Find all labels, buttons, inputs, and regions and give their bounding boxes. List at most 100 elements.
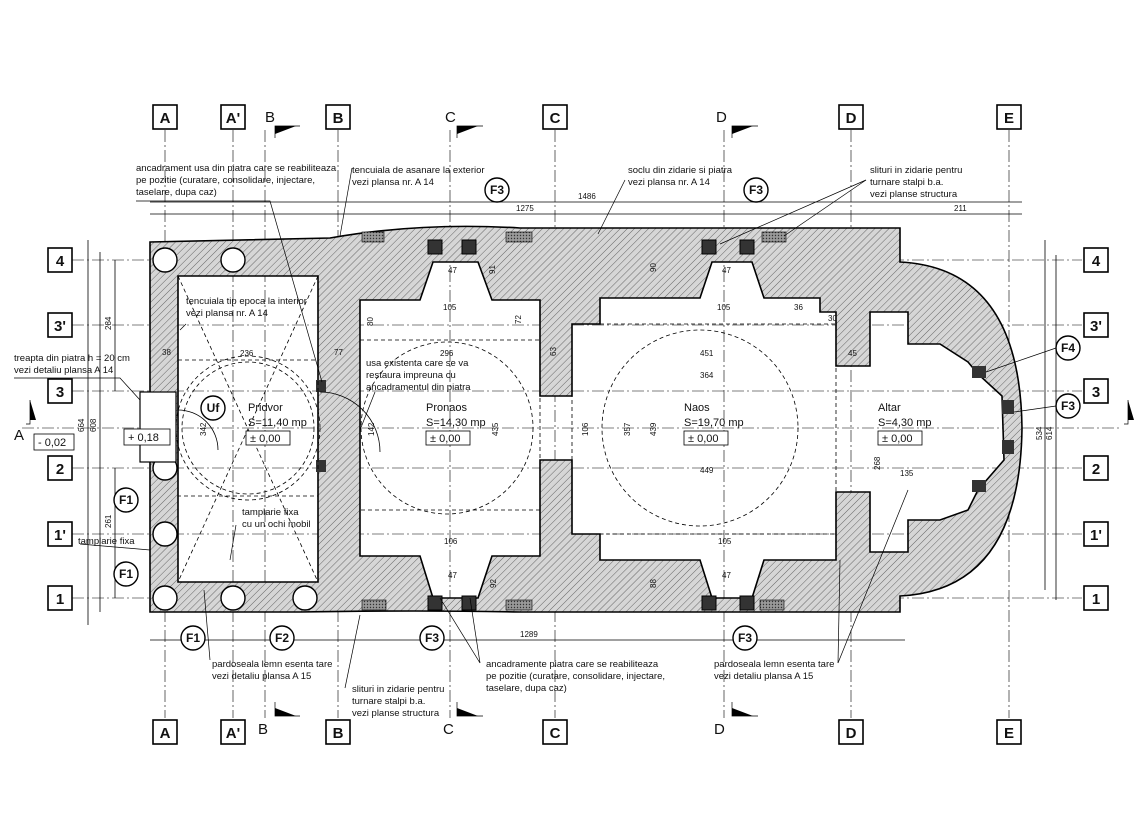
dim-i-11: 451 (700, 349, 714, 358)
tag-f4: F4 (1061, 341, 1075, 355)
axis-a-prime-top: A' (226, 110, 240, 127)
room-naos-name: Naos (684, 402, 710, 414)
dim-i-8: 36 (794, 303, 803, 312)
note-slits-top-2: turnare stalpi b.a. (870, 177, 943, 188)
dim-i-27: 47 (448, 571, 457, 580)
note-frames-1: ancadramente piatra care se reabiliteaza (486, 659, 659, 670)
tag-f3-bottom-2: F3 (738, 631, 752, 645)
axis-c-bottom: C (550, 725, 561, 742)
dim-i-22: 77 (334, 348, 343, 357)
section-d-top: D (716, 109, 727, 126)
tag-f3-top-2: F3 (749, 183, 763, 197)
dim-i-25: 106 (444, 537, 458, 546)
pridvor-columns (139, 247, 318, 611)
level-markers: - 0,02 + 0,18 (33, 428, 171, 451)
note-slits-bottom-1: sliturі in zidarie pentru (352, 684, 444, 695)
dim-i-2: 105 (443, 303, 457, 312)
dim-i-3: 91 (488, 265, 497, 274)
section-b-top: B (265, 109, 275, 126)
room-pridvor-name: Pridvor (248, 402, 283, 414)
tag-uf: Uf (207, 401, 221, 415)
dim-i-6: 47 (722, 266, 731, 275)
dim-total-top: 1486 (578, 192, 596, 201)
note-door-frame-2: pe pozitie (curatare, consolidare, injec… (136, 175, 315, 186)
dim-i-1: 47 (448, 266, 457, 275)
axis-3p-left: 3' (54, 318, 66, 335)
note-plaster-ext-1: tencuiala de asanare la exterior (352, 165, 485, 176)
dim-i-23: 63 (549, 347, 558, 356)
room-pronaos-area: S=14,30 mp (426, 417, 486, 429)
tag-f3-bottom-1: F3 (425, 631, 439, 645)
axis-b-bottom: B (333, 725, 344, 742)
section-markers: B C D B C D A (14, 109, 1134, 738)
room-labels: Pridvor S=11,40 mp ± 0,00 Pronaos S=14,3… (245, 402, 932, 446)
axis-a-bottom: A (160, 725, 171, 742)
tag-f1-2: F1 (119, 567, 133, 581)
section-c-bottom: C (443, 721, 454, 738)
note-step-1: treapta din piatra h = 20 cm (14, 353, 130, 364)
axis-b-top: B (333, 110, 344, 127)
dim-right-2: 534 (1035, 426, 1044, 440)
axis-1-left: 1 (56, 591, 64, 608)
axis-3-left: 3 (56, 384, 64, 401)
axis-3p-right: 3' (1090, 318, 1102, 335)
dim-total-bottom: 1289 (520, 630, 538, 639)
dim-i-12: 364 (700, 371, 714, 380)
column-axis-labels-bottom: A A' B C D E (152, 719, 1022, 745)
level-exterior: - 0,02 (38, 437, 66, 449)
note-plaster-ext-2: vezi plansa nr. A 14 (352, 177, 434, 188)
dim-i-7: 105 (717, 303, 731, 312)
note-frames-3: taselare, dupa caz) (486, 683, 567, 694)
dim-i-26: 105 (718, 537, 732, 546)
note-floor-left-1: pardoseala lemn esenta tare (212, 659, 332, 670)
axis-c-top: C (550, 110, 561, 127)
dim-i-19: 342 (199, 422, 208, 436)
dim-i-31: 268 (873, 456, 882, 470)
axis-1p-right: 1' (1090, 527, 1102, 544)
note-slits-top-3: vezi planse structura (870, 189, 958, 200)
dim-i-16: 106 (581, 422, 590, 436)
note-floor-left-2: vezi detaliu plansa A 15 (212, 671, 311, 682)
dim-i-18: 142 (367, 422, 376, 436)
dim-i-32: 135 (900, 469, 914, 478)
dim-right-1: 614 (1045, 426, 1054, 440)
axis-e-bottom: E (1004, 725, 1014, 742)
axis-2-right: 2 (1092, 461, 1100, 478)
section-a-left: A (14, 427, 24, 444)
dim-left-4: 261 (104, 514, 113, 528)
dim-left-1: 664 (77, 418, 86, 432)
tag-f1-1: F1 (119, 493, 133, 507)
slits (316, 231, 1014, 611)
axis-2-left: 2 (56, 461, 64, 478)
note-door-restore-3: ancadramentul din piatra (366, 382, 471, 393)
leader-lines (14, 167, 1057, 689)
dim-i-30: 47 (722, 571, 731, 580)
dim-i-33: 30 (828, 314, 837, 323)
dim-nave-top: 1275 (516, 204, 534, 213)
note-plaster-int-2: vezi plansa nr. A 14 (186, 308, 268, 319)
axis-1-right: 1 (1092, 591, 1100, 608)
dim-i-14: 357 (623, 422, 632, 436)
note-slits-top-1: sliturі in zidarie pentru (870, 165, 962, 176)
room-altar-level: ± 0,00 (882, 433, 913, 445)
axis-3-right: 3 (1092, 384, 1100, 401)
tags: F3 F3 F4 F3 Uf F1 F1 F1 F2 F3 F3 (113, 177, 1081, 651)
note-plaster-int-1: tencuiala tip epoca la interior (186, 296, 307, 307)
room-pridvor-level: ± 0,00 (250, 433, 281, 445)
room-altar-name: Altar (878, 402, 901, 414)
dim-i-5: 72 (514, 315, 523, 324)
row-axis-labels-right: 4 3' 3 2 1' 1 (1083, 247, 1109, 611)
note-fixed-frame: tamplarie fixa (78, 536, 135, 547)
dim-i-29: 88 (649, 579, 658, 588)
note-floor-right-2: vezi detaliu plansa A 15 (714, 671, 813, 682)
dim-i-21: 38 (162, 348, 171, 357)
axis-d-top: D (846, 110, 857, 127)
tag-f2: F2 (275, 631, 289, 645)
dim-i-9: 90 (649, 263, 658, 272)
note-door-restore-1: usa existenta care se va (366, 358, 469, 369)
dim-left-2: 608 (89, 418, 98, 432)
dim-i-28: 92 (489, 579, 498, 588)
tag-f1-3: F1 (186, 631, 200, 645)
room-naos-area: S=19,70 mp (684, 417, 744, 429)
